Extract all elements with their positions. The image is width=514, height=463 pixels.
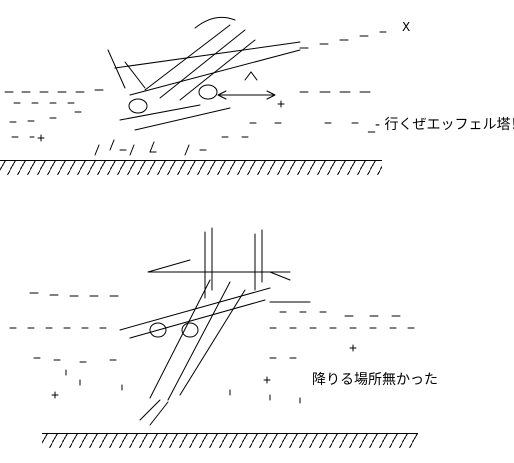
- caption-lets-go: _- 行くぜエッフェル塔！: [368, 117, 514, 133]
- panel-flying-plane: X _- 行くぜエッフェル塔！: [0, 0, 514, 185]
- ground-hatch: [0, 160, 382, 175]
- ground-hatch: [42, 433, 418, 448]
- panel-descending-plane: 降りる場所無かった: [0, 220, 514, 463]
- flash-mark: X: [402, 20, 410, 34]
- descending-plane-art: [9, 227, 415, 426]
- flying-plane-art: X: [4, 16, 410, 156]
- caption-no-landing-spot: 降りる場所無かった: [312, 372, 438, 388]
